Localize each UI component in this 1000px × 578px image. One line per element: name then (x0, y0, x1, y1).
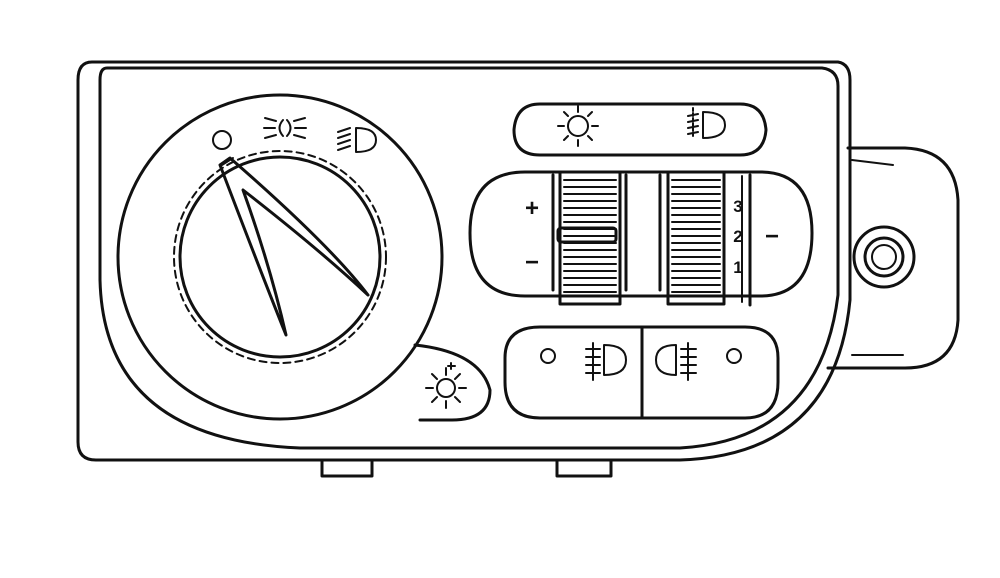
front-fog-light-icon (585, 342, 627, 381)
range-level-3: 3 (733, 197, 742, 216)
main-light-knob[interactable] (173, 150, 387, 364)
rear-fog-light-icon (655, 342, 697, 381)
rear-fog-light-button[interactable] (645, 330, 775, 415)
parking-lights-icon (263, 117, 307, 139)
side-connector (826, 146, 960, 370)
instrument-lighting-icon (557, 105, 599, 147)
rear-fog-indicator (726, 348, 742, 364)
range-level-2: 2 (733, 227, 742, 246)
mounting-tabs (320, 458, 613, 478)
dimmer-plus-label: + (525, 195, 539, 222)
dimmer-wheel-ribs (563, 179, 617, 293)
thumbwheel-group (468, 170, 814, 307)
front-fog-indicator (540, 348, 556, 364)
housing-outline (76, 60, 852, 462)
instrument-brightness-icon (425, 362, 467, 409)
range-level-1: 1 (733, 258, 742, 277)
knob-pointer (218, 156, 370, 337)
beam-range-wheel-ribs (671, 179, 721, 293)
front-fog-light-button[interactable] (510, 330, 640, 415)
low-beam-icon (337, 127, 377, 153)
main-light-knob-surround (116, 93, 492, 422)
beam-range-wheel[interactable] (666, 170, 726, 306)
range-minus-label: − (765, 223, 779, 250)
dimmer-wheel[interactable] (556, 170, 622, 306)
dimmer-minus-label: − (525, 249, 539, 276)
headlight-range-icon (687, 107, 726, 139)
instrument-lighting-button[interactable] (530, 105, 630, 152)
housing-bezel (98, 66, 840, 450)
top-button-group (512, 102, 768, 157)
headlight-range-button[interactable] (660, 107, 760, 152)
dimmer-center-mark (556, 226, 618, 244)
knob-position-symbols (212, 117, 377, 153)
fog-button-group (503, 325, 780, 420)
off-icon (212, 130, 232, 150)
